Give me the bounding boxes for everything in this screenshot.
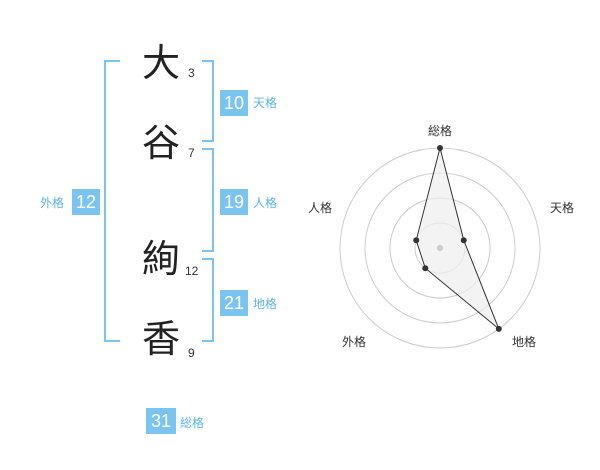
radar-points [413,145,502,332]
radar-point-ten [460,237,467,244]
tenkaku-badge: 10 [220,90,248,116]
radar-point-sou [437,145,443,151]
name-char-3: 絢 [141,237,180,281]
tenkaku-bracket [202,60,214,142]
jinkaku-label: 人格 [253,196,278,210]
gaikaku-bracket [104,60,120,342]
stroke-count-2: 7 [188,146,195,160]
radar-point-jin [413,237,420,244]
soukaku-badge: 31 [146,408,176,434]
radar-label-ten: 天格 [550,200,574,215]
radar-label-sou: 総格 [428,123,452,138]
jinkaku-badge: 19 [220,189,248,215]
name-char-1: 大 [141,41,180,85]
name-char-4: 香 [141,317,180,361]
radar-score-shape [415,147,500,330]
stroke-count-1: 3 [188,66,195,80]
jinkaku-bracket [202,148,214,252]
radar-label-jin: 人格 [308,200,332,215]
name-char-2: 谷 [141,121,180,165]
stroke-count-3: 12 [185,264,199,278]
soukaku-label: 総格 [180,416,205,430]
tenkaku-label: 天格 [253,96,278,110]
chikaku-label: 地格 [253,297,278,311]
chikaku-badge: 21 [220,290,248,316]
radar-label-chi: 地格 [512,334,536,349]
stroke-count-4: 9 [188,346,195,360]
chikaku-bracket [202,258,214,342]
gaikaku-badge: 12 [72,189,100,215]
radar-label-gai: 外格 [342,334,366,349]
radar-point-chi [495,325,502,332]
radar-center-dot [437,245,443,251]
radar-chart: 総格 天格 地格 外格 人格 [308,123,574,349]
radar-point-gai [422,265,429,272]
gaikaku-label: 外格 [40,196,65,210]
